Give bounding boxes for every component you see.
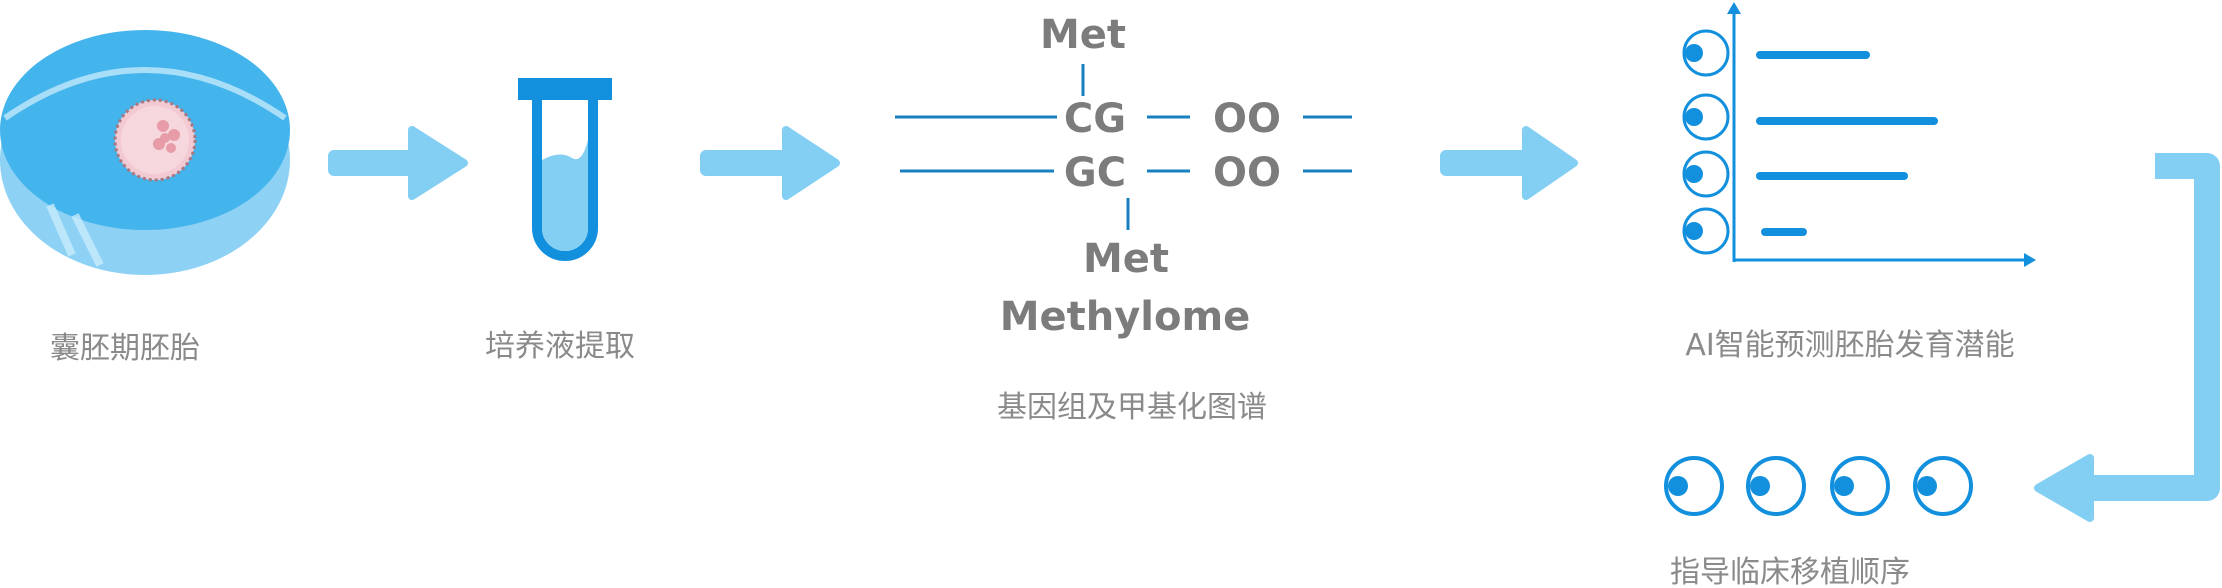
rank-bar [1761, 228, 1807, 236]
oo-top-label: OO [1213, 96, 1281, 142]
transfer-order-icons [1664, 456, 1973, 516]
embryo-icon [1746, 456, 1806, 516]
rank-bar [1756, 172, 1908, 180]
rank-bar [1756, 117, 1938, 125]
met-top-label: Met [1040, 12, 1126, 58]
embryo-icon [1830, 456, 1890, 516]
oo-bottom-label: OO [1213, 150, 1281, 196]
extraction-label: 培养液提取 [485, 329, 635, 364]
test-tube-icon [518, 78, 612, 261]
embryo-rank-icon [1682, 29, 1730, 77]
methylation-diagram: Met CG OO GC OO Met Methylome [895, 12, 1352, 340]
petri-dish-icon [0, 30, 290, 275]
sequencing-label: 基因组及甲基化图谱 [997, 390, 1267, 425]
met-bottom-label: Met [1083, 236, 1169, 282]
ai-label: AI智能预测胚胎发育潜能 [1685, 328, 2014, 363]
methylome-label: Methylome [1000, 294, 1251, 340]
arrow-right-icon [1440, 126, 1578, 200]
embryo-rank-icon [1682, 93, 1730, 141]
arrow-right-icon [700, 126, 840, 200]
embryo-label: 囊胚期胚胎 [50, 331, 200, 366]
embryo-icon [1913, 456, 1973, 516]
rank-bar [1756, 51, 1870, 59]
cg-label: CG [1064, 96, 1126, 142]
ai-ranking-icon [1682, 2, 2036, 267]
transfer-label: 指导临床移植顺序 [1670, 555, 1910, 588]
embryo-rank-icon [1682, 150, 1730, 198]
embryo-icon [1664, 456, 1724, 516]
gc-label: GC [1064, 150, 1126, 196]
blastocyst-icon [113, 98, 197, 182]
embryo-rank-icon [1682, 207, 1730, 255]
arrow-bend-left-icon [2034, 153, 2220, 522]
arrow-right-icon [328, 126, 468, 200]
